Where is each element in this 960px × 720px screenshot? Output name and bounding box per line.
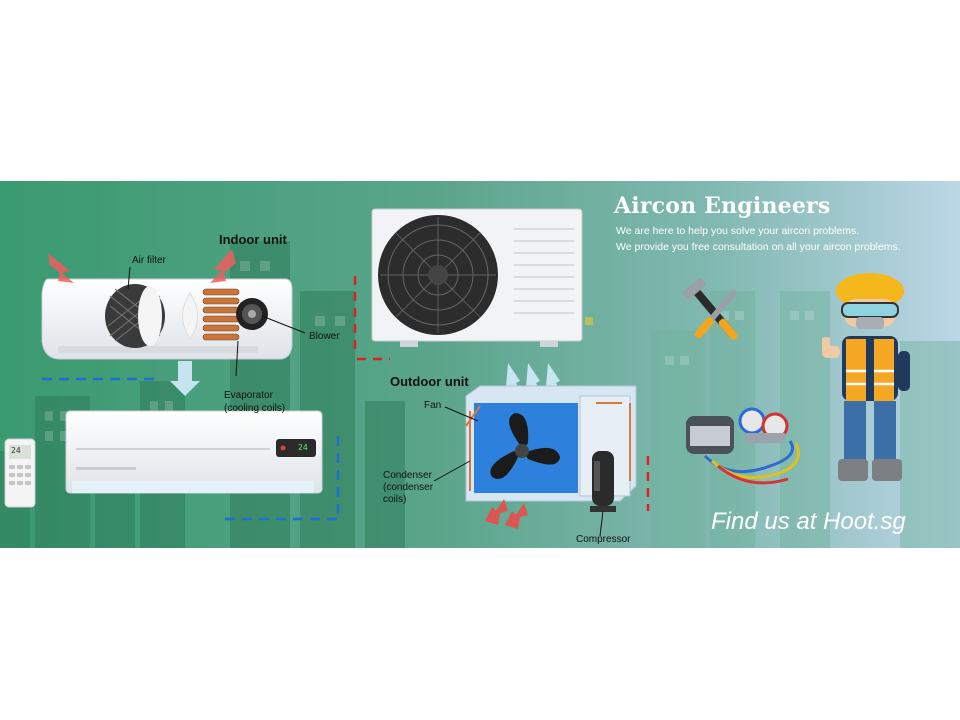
banner: [0, 181, 960, 548]
indoor-unit-heading: Indoor unit: [219, 232, 287, 247]
compressor: [590, 451, 616, 512]
evaporator-sublabel: (cooling coils): [224, 403, 286, 414]
wall-ac-unit: [65, 410, 323, 494]
outdoor-unit-heading: Outdoor unit: [390, 374, 469, 389]
blower-wheel: [236, 298, 268, 330]
indoor-unit-cutaway: [41, 249, 340, 521]
compressor-label: Compressor: [576, 534, 631, 545]
condenser-label: Condenser: [383, 470, 432, 481]
air-filter-label: Air filter: [132, 255, 166, 266]
evaporator-coils: [202, 288, 240, 341]
outdoor-condenser-unit: [371, 208, 593, 347]
condenser-sublabel-2: coils): [383, 494, 407, 505]
remote-control: [4, 438, 36, 508]
tagline-1: We are here to help you solve your airco…: [616, 225, 860, 237]
air-filter-mesh: [105, 284, 165, 348]
blower-label: Blower: [309, 331, 340, 342]
outdoor-cutaway: [433, 363, 637, 537]
vacuum-pump-gauges: [686, 407, 800, 485]
ac-display: 24: [298, 443, 308, 452]
outdoor-fan-blades: [490, 413, 560, 480]
intake-arrows-warm: [48, 249, 236, 283]
tagline-2: We provide you free consultation on all …: [616, 241, 901, 253]
remote-display: 24: [11, 446, 21, 455]
condenser-sublabel-1: (condenser: [383, 482, 434, 493]
fan-label: Fan: [424, 400, 442, 411]
tools-illustration: [682, 277, 738, 340]
find-us-link[interactable]: Find us at Hoot.sg: [711, 508, 906, 535]
evaporator-label: Evaporator: [224, 390, 273, 401]
worker-illustration: [822, 273, 910, 481]
scene-illustration: [0, 181, 960, 548]
brand-title: Aircon Engineers: [614, 193, 831, 219]
